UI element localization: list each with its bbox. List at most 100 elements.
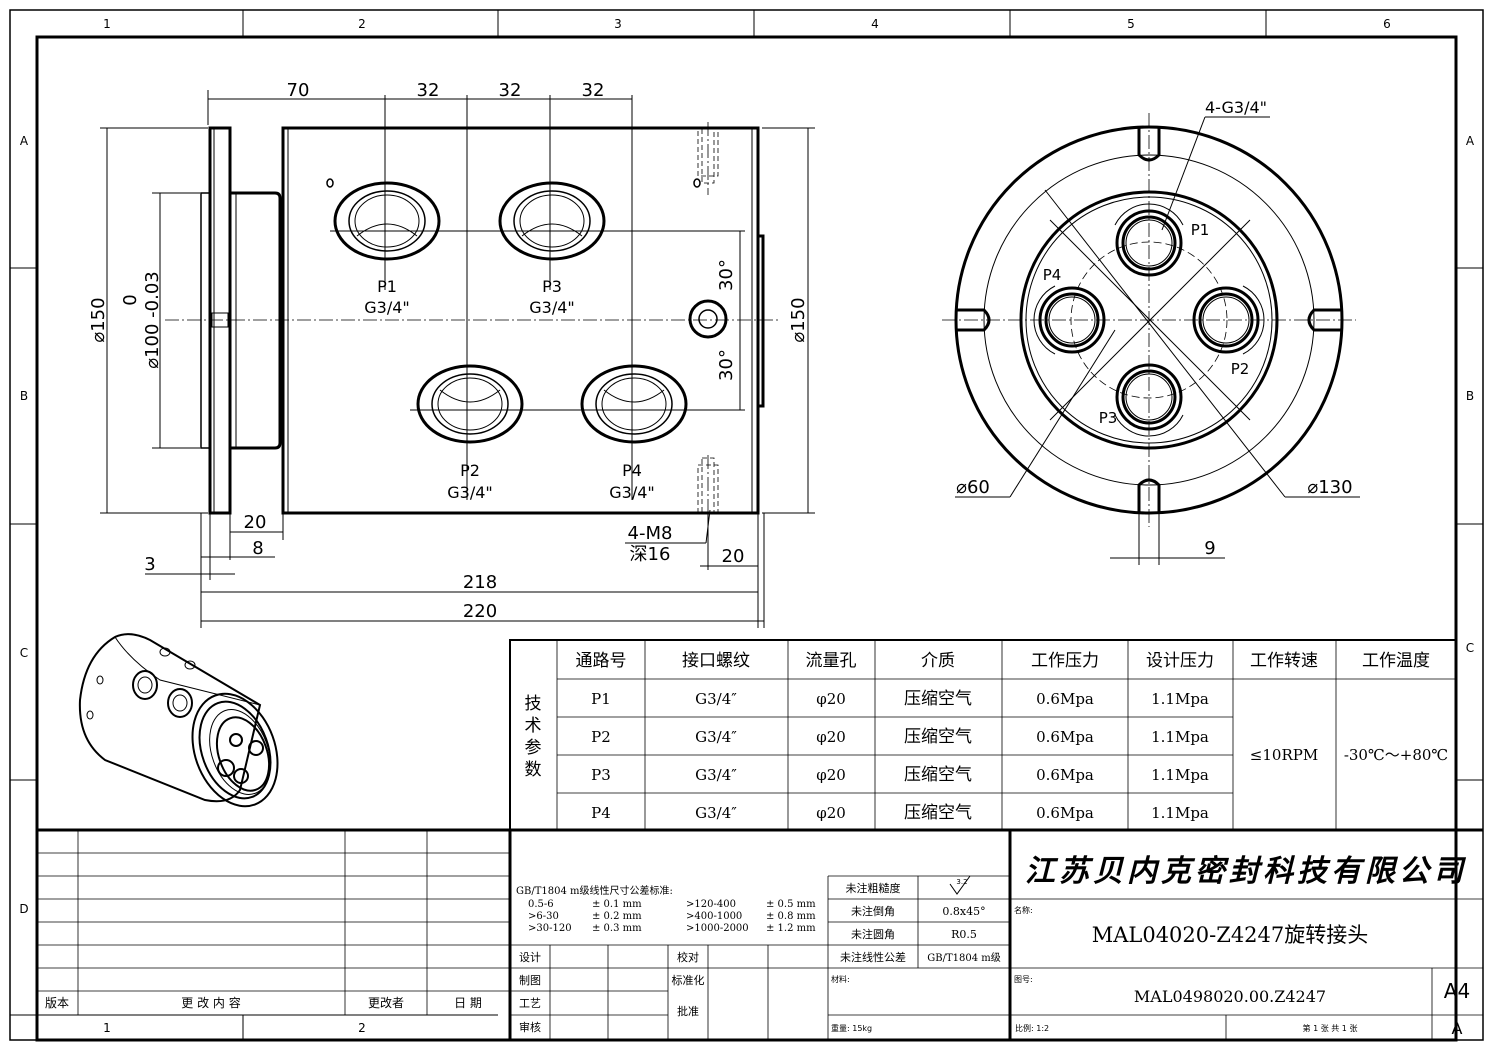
tol-value: ± 0.1 mm bbox=[592, 899, 642, 910]
note-roughness-label: 未注粗糙度 bbox=[846, 881, 901, 895]
side-label-2: 术 bbox=[525, 716, 542, 736]
sheet-size: A4 bbox=[1444, 979, 1470, 1003]
col-label-2-bottom: 2 bbox=[358, 1021, 366, 1035]
note-linear-tol-value: GB/T1804 m级 bbox=[927, 952, 1001, 964]
dim-dia-150-right: ⌀150 bbox=[788, 297, 809, 342]
material-label: 材料: bbox=[831, 974, 850, 984]
tech-table bbox=[509, 639, 1457, 831]
dimension-left: ⌀150 0 ⌀100 -0.03 bbox=[88, 127, 208, 514]
table-row: P4 G3/4″ φ20 压缩空气 0.6Mpa 1.1Mpa bbox=[591, 803, 1209, 823]
tech-table-headers: 通路号 接口螺纹 流量孔 介质 工作压力 设计压力 工作转速 工作温度 bbox=[576, 651, 1431, 671]
port-label-p4: P4 bbox=[622, 461, 642, 480]
port-p1 bbox=[333, 181, 441, 261]
tolerance-notes: GB/T1804 m级线性尺寸公差标准: 0.5-6 ± 0.1 mm >120… bbox=[516, 884, 816, 934]
col-label-3: 3 bbox=[614, 17, 622, 31]
dim-220: 220 bbox=[463, 601, 497, 622]
cell-design-pressure: 1.1Mpa bbox=[1151, 728, 1209, 746]
port-label-p1: P1 bbox=[377, 277, 397, 296]
row-label-d: D bbox=[19, 902, 28, 916]
dimension-top: 70 32 32 32 bbox=[207, 80, 632, 125]
tol-value: ± 0.8 mm bbox=[766, 911, 816, 922]
cell-medium: 压缩空气 bbox=[904, 689, 972, 709]
port-p2 bbox=[416, 364, 524, 444]
cell-medium: 压缩空气 bbox=[904, 727, 972, 747]
cell-channel: P4 bbox=[591, 804, 611, 822]
side-label-4: 数 bbox=[525, 760, 542, 780]
header-speed: 工作转速 bbox=[1250, 651, 1318, 671]
dim-8: 8 bbox=[252, 538, 263, 559]
header-medium: 介质 bbox=[921, 651, 955, 671]
tol-range: 0.5-6 bbox=[528, 899, 554, 910]
end-port-p2 bbox=[1192, 285, 1265, 355]
rev-header-date: 日 期 bbox=[454, 996, 482, 1010]
note-fillet-value: R0.5 bbox=[951, 928, 977, 941]
col-label-2: 2 bbox=[358, 17, 366, 31]
end-port-label-p1: P1 bbox=[1191, 221, 1210, 239]
note-chamfer-label: 未注倒角 bbox=[851, 904, 895, 918]
end-dia-130: ⌀130 bbox=[1307, 477, 1352, 498]
header-temperature: 工作温度 bbox=[1362, 651, 1430, 671]
sig-standardize: 标准化 bbox=[672, 973, 705, 987]
dim-218: 218 bbox=[463, 572, 497, 593]
cell-thread: G3/4″ bbox=[695, 690, 737, 708]
dim-32-a: 32 bbox=[417, 80, 440, 101]
end-thread-callout: 4-G3/4" bbox=[1205, 98, 1267, 117]
port-thread-p1: G3/4" bbox=[364, 298, 410, 317]
end-port-label-p2: P2 bbox=[1231, 360, 1250, 378]
tech-table-body: P1 G3/4″ φ20 压缩空气 0.6Mpa 1.1Mpa P2 G3/4″… bbox=[591, 689, 1448, 823]
table-row: P3 G3/4″ φ20 压缩空气 0.6Mpa 1.1Mpa bbox=[591, 765, 1209, 785]
dim-dia-150-left: ⌀150 bbox=[88, 297, 109, 342]
dim-20-left: 20 bbox=[244, 512, 267, 533]
roughness-symbol: 3.2 bbox=[949, 875, 971, 895]
header-flow-hole: 流量孔 bbox=[806, 651, 857, 671]
dimension-right: ⌀150 30° 30° bbox=[716, 127, 815, 514]
header-channel: 通路号 bbox=[576, 651, 627, 671]
row-label-b: B bbox=[20, 389, 28, 403]
scale-label: 比例: 1:2 bbox=[1015, 1023, 1049, 1033]
row-label-c: C bbox=[20, 646, 28, 660]
cell-work-pressure: 0.6Mpa bbox=[1036, 766, 1094, 784]
dim-70: 70 bbox=[287, 80, 310, 101]
cell-speed-merged: ≤10RPM bbox=[1250, 746, 1318, 764]
end-port-label-p3: P3 bbox=[1099, 409, 1118, 427]
tolerance-line: >6-30 ± 0.2 mm >400-1000 ± 0.8 mm bbox=[528, 911, 816, 922]
dim-32-b: 32 bbox=[499, 80, 522, 101]
row-label-c-right: C bbox=[1466, 641, 1474, 655]
end-port-label-p4: P4 bbox=[1043, 266, 1062, 284]
rev-header-version: 版本 bbox=[45, 996, 69, 1010]
tol-range: >120-400 bbox=[686, 899, 736, 910]
company-name: 江苏贝内克密封科技有限公司 bbox=[1025, 854, 1467, 889]
port-p4 bbox=[580, 364, 688, 444]
dim-20-right: 20 bbox=[722, 546, 745, 567]
side-label-1: 技 bbox=[525, 694, 542, 714]
port-label-p2: P2 bbox=[460, 461, 480, 480]
cell-medium: 压缩空气 bbox=[904, 803, 972, 823]
cell-work-pressure: 0.6Mpa bbox=[1036, 804, 1094, 822]
cell-flow: φ20 bbox=[816, 728, 846, 746]
cell-medium: 压缩空气 bbox=[904, 765, 972, 785]
name-label: 名称: bbox=[1014, 905, 1033, 915]
tol-range: >400-1000 bbox=[686, 911, 742, 922]
note-chamfer-value: 0.8x45° bbox=[942, 905, 985, 918]
bolt-depth: 深16 bbox=[630, 544, 671, 565]
header-work-pressure: 工作压力 bbox=[1031, 651, 1099, 671]
note-linear-tol-label: 未注线性公差 bbox=[840, 950, 906, 964]
tol-range: >30-120 bbox=[528, 923, 572, 934]
col-label-5: 5 bbox=[1127, 17, 1135, 31]
cell-thread: G3/4″ bbox=[695, 804, 737, 822]
side-port-labels: P1 G3/4" P3 G3/4" P2 G3/4" P4 G3/4" bbox=[364, 277, 655, 502]
end-port-p1 bbox=[1114, 203, 1184, 277]
tol-value: ± 0.2 mm bbox=[592, 911, 642, 922]
sig-design: 设计 bbox=[519, 951, 541, 964]
cell-temp-merged: -30℃～+80℃ bbox=[1344, 746, 1448, 764]
header-thread: 接口螺纹 bbox=[682, 651, 750, 671]
row-label-a-right: A bbox=[1466, 134, 1475, 148]
rev-header-content: 更 改 内 容 bbox=[181, 995, 240, 1010]
tol-range: >1000-2000 bbox=[686, 923, 749, 934]
cell-design-pressure: 1.1Mpa bbox=[1151, 766, 1209, 784]
signature-labels: 设计 制图 工艺 审核 校对 标准化 批准 bbox=[519, 950, 705, 1034]
tech-table-side-label: 技 术 参 数 bbox=[525, 694, 542, 780]
drawing-frame bbox=[9, 9, 1484, 1042]
cell-work-pressure: 0.6Mpa bbox=[1036, 728, 1094, 746]
